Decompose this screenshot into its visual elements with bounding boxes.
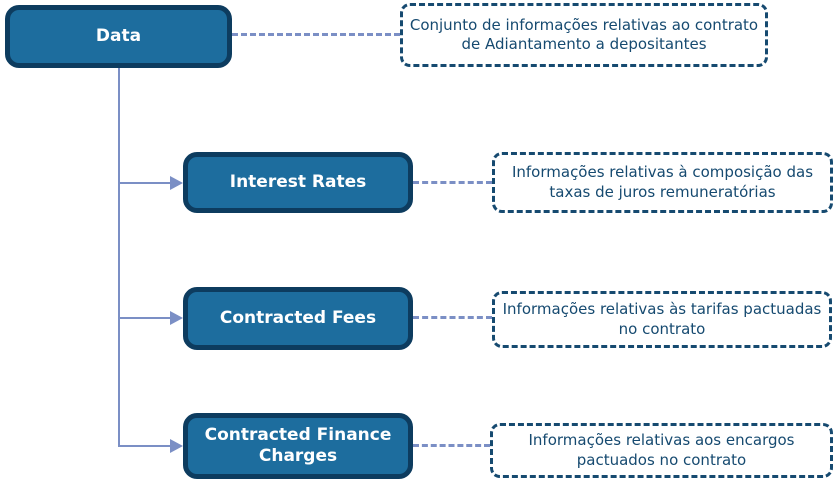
note-contracted-fees: Informações relativas às tarifas pactuad… — [492, 291, 832, 348]
note-interest-rates: Informações relativas à composição das t… — [492, 152, 833, 213]
note-contracted-finance-charges: Informações relativas aos encargos pactu… — [490, 423, 833, 478]
note-interest-rates-text: Informações relativas à composição das t… — [511, 163, 814, 201]
note-contracted-finance-charges-text: Informações relativas aos encargos pactu… — [528, 431, 795, 469]
node-data: Data — [5, 5, 232, 68]
node-contracted-fees-label: Contracted Fees — [219, 307, 377, 328]
node-interest-rates-label: Interest Rates — [229, 171, 367, 192]
tree-trunk-line — [118, 68, 120, 447]
note-data-text: Conjunto de informações relativas ao con… — [409, 15, 759, 53]
node-contracted-finance-charges-label: Contracted Finance Charges — [204, 424, 392, 466]
dashed-connector-contracted-fees-note — [413, 316, 492, 319]
node-contracted-fees: Contracted Fees — [183, 287, 413, 350]
branch-line-interest-rates — [119, 182, 171, 184]
note-contracted-fees-text: Informações relativas às tarifas pactuad… — [502, 300, 822, 338]
dashed-connector-contracted-finance-charges-note — [413, 444, 490, 447]
note-data: Conjunto de informações relativas ao con… — [400, 3, 768, 67]
branch-line-contracted-finance-charges — [119, 445, 171, 447]
branch-line-contracted-fees — [119, 317, 171, 319]
arrowhead-icon — [170, 311, 183, 325]
dashed-connector-data-note — [232, 33, 400, 36]
dashed-connector-interest-rates-note — [413, 181, 492, 184]
node-interest-rates: Interest Rates — [183, 152, 413, 213]
arrowhead-icon — [170, 439, 183, 453]
node-data-label: Data — [95, 25, 142, 46]
arrowhead-icon — [170, 176, 183, 190]
node-contracted-finance-charges: Contracted Finance Charges — [183, 413, 413, 479]
